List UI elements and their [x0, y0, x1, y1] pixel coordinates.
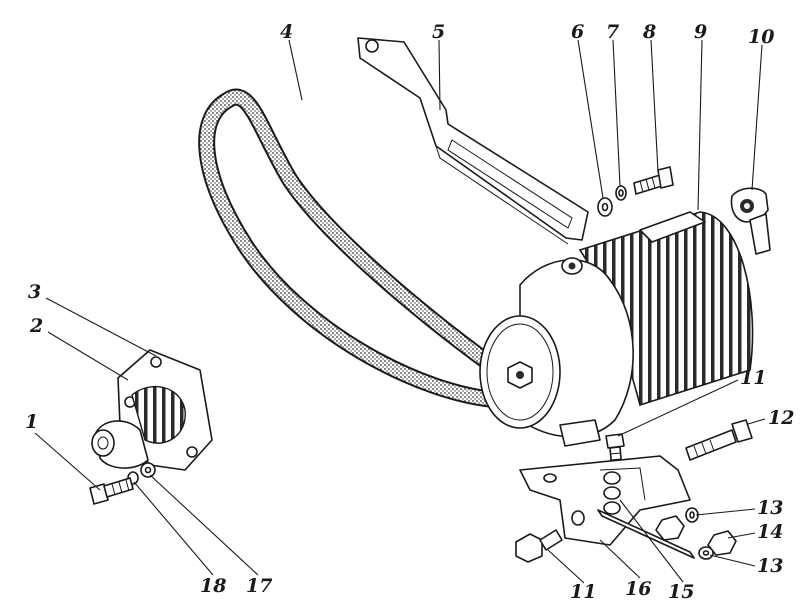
- callout-8: 8: [642, 21, 656, 43]
- callout-10: 10: [748, 26, 774, 48]
- callout-7: 7: [606, 21, 619, 43]
- washer-6: [597, 197, 613, 217]
- bolt-1: [89, 477, 134, 505]
- callout-15: 15: [668, 581, 694, 603]
- bolt-12: [685, 419, 753, 461]
- spline-shaft: [91, 385, 186, 469]
- washer-17: [140, 462, 156, 478]
- callout-9: 9: [694, 21, 707, 43]
- pump-body: [479, 211, 754, 447]
- callout-17: 17: [246, 575, 272, 597]
- drive-belt: [198, 88, 535, 409]
- bolt-11-lower: [515, 529, 563, 563]
- callout-12: 12: [768, 407, 794, 429]
- washers-16: [603, 471, 621, 515]
- bolt-8: [633, 166, 674, 195]
- tension-bracket: [357, 37, 589, 245]
- banjo-fitting: [730, 187, 771, 255]
- leader-lines: [34, 39, 766, 584]
- callout-14: 14: [757, 521, 783, 543]
- callout-11-upper: 11: [740, 367, 766, 389]
- nut-14: [655, 515, 737, 556]
- callout-6: 6: [571, 21, 584, 43]
- callout-2: 2: [29, 315, 43, 337]
- lock-washer-7: [615, 185, 627, 201]
- callout-labels: 1 2 3 4 5 6 7 8 9 10 11 12 13 14 13 15 1…: [25, 21, 794, 603]
- callout-3: 3: [28, 281, 41, 303]
- mounting-bracket: [519, 455, 691, 546]
- callout-11-lower: 11: [570, 581, 596, 603]
- callout-18: 18: [200, 575, 226, 597]
- callout-4: 4: [280, 21, 293, 43]
- callout-13-upper: 13: [757, 497, 783, 519]
- callout-13-lower: 13: [757, 555, 783, 577]
- callout-1: 1: [25, 411, 38, 433]
- callout-16: 16: [625, 578, 651, 600]
- callout-5: 5: [432, 21, 445, 43]
- washer-13-lower: [698, 546, 714, 560]
